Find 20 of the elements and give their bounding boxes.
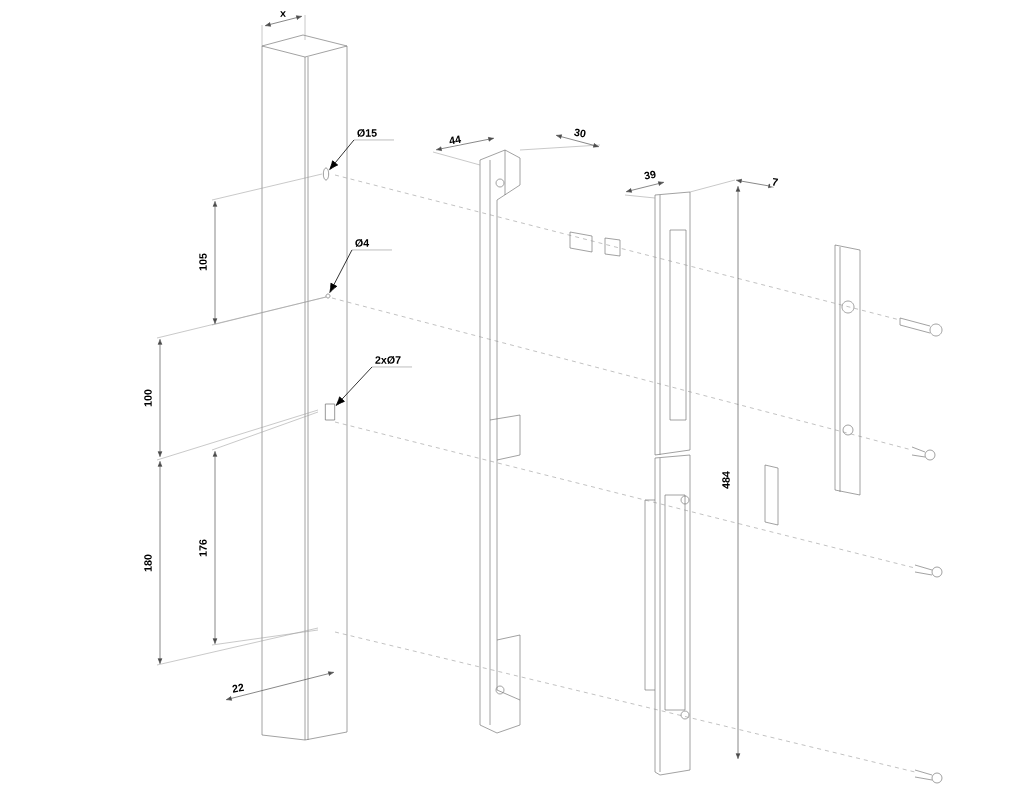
dimension-label: 484 [720,469,732,491]
dimension-label: x [278,9,288,19]
dimension-label: 30 [571,126,589,140]
callout-label: Ø15 [353,129,395,141]
leader-line [329,139,355,170]
dimension-label: 180 [142,552,154,574]
dimension-label: 100 [142,387,154,409]
hole [323,167,329,181]
dimension-label: 7 [769,176,781,188]
dimension-label: 44 [447,133,464,147]
dimension-label: 39 [641,168,659,182]
dimension-label: 176 [197,537,209,559]
leader-line [329,249,353,293]
dimension-label: 105 [197,251,209,273]
leader-line [335,366,373,406]
callout-label: 2xØ7 [371,356,413,368]
dimension-label: 22 [229,681,247,695]
slot [325,403,335,421]
hole [325,293,331,299]
callout-label: Ø4 [351,239,393,251]
